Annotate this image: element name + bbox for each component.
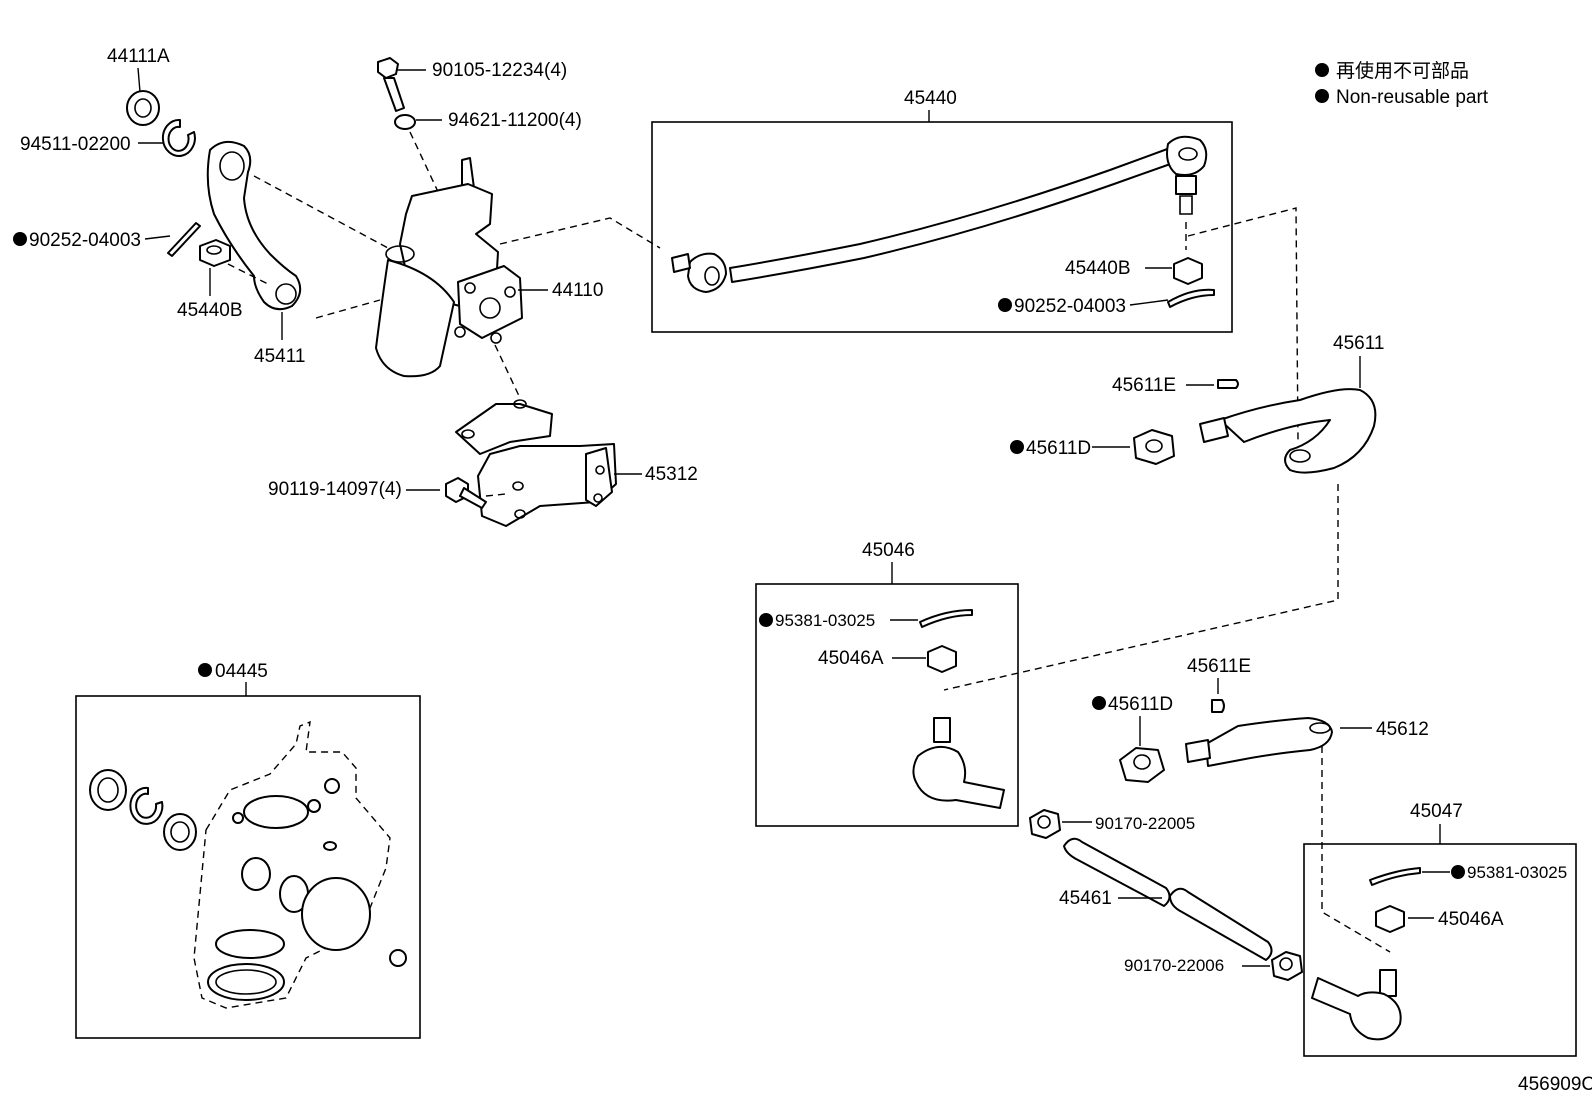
- label-45612: 45612: [1376, 719, 1429, 740]
- pitman-arm-part: [206, 140, 302, 311]
- clamp-nut-lower-part: [1271, 951, 1303, 981]
- tie-rod-end-part: [912, 717, 1005, 809]
- legend-line-1: 再使用不可部品: [1336, 60, 1469, 82]
- non-reusable-marker-icon: [759, 613, 773, 627]
- legend: 再使用不可部品 Non-reusable part: [1315, 60, 1489, 108]
- tie-rod-end-left-group: 45046 95381-03025 45046A: [755, 540, 1019, 827]
- clamp-nut-upper-part: [1029, 809, 1061, 839]
- non-reusable-marker-icon: [13, 232, 27, 246]
- gasket-kit-group: 04445: [75, 661, 421, 1039]
- flange-nut-part: [1133, 429, 1175, 465]
- label-04445: 04445: [215, 661, 268, 682]
- cotter-pin-part: [167, 222, 201, 257]
- cotter-pin-part: [1167, 288, 1215, 308]
- tie-rod-end-part: [1311, 969, 1402, 1041]
- tie-rod-end-right-group: 45047 95381-03025 45046A: [1303, 801, 1577, 1057]
- castle-nut-part: [1375, 905, 1405, 933]
- gasket-kit-parts: [89, 720, 407, 1009]
- label-45046: 45046: [862, 540, 915, 561]
- steering-gear-group: 90105-12234(4) 94621-11200(4) 44110: [375, 57, 661, 399]
- label-44110: 44110: [552, 280, 603, 301]
- steering-gear-housing-part: [375, 157, 523, 378]
- oil-seal-part: [126, 90, 160, 126]
- tie-rod-end-left-box: [755, 583, 1019, 827]
- knuckle-arm-lower-part: [1185, 717, 1333, 767]
- label-95381-03025-right: 95381-03025: [1467, 863, 1567, 882]
- non-reusable-marker-icon: [998, 298, 1012, 312]
- non-reusable-marker-icon: [1010, 440, 1024, 454]
- cotter-pin-part: [1369, 867, 1421, 886]
- label-90105-12234: 90105-12234(4): [432, 60, 567, 81]
- label-45440B-right: 45440B: [1065, 258, 1131, 279]
- lock-washer-part: [394, 114, 416, 130]
- label-45046A-left: 45046A: [818, 648, 884, 669]
- label-90252-04003-right: 90252-04003: [1014, 296, 1126, 317]
- label-45611: 45611: [1333, 333, 1384, 354]
- key-part: [1217, 379, 1239, 389]
- key-part: [1211, 699, 1225, 713]
- non-reusable-marker-icon: [1092, 696, 1106, 710]
- bracket-bolt-part: [445, 477, 487, 509]
- label-90170-22005: 90170-22005: [1095, 814, 1195, 833]
- drag-link-box: [651, 121, 1233, 333]
- label-45047: 45047: [1410, 801, 1463, 822]
- tie-rod-end-right-box: [1303, 843, 1577, 1057]
- label-90252-04003-left: 90252-04003: [29, 230, 141, 251]
- castle-nut-part: [927, 645, 957, 673]
- tie-rod-tube-part: [1063, 837, 1273, 961]
- drag-link-part: [671, 135, 1208, 293]
- label-45611E-mid: 45611E: [1187, 656, 1251, 677]
- non-reusable-marker-icon: [1315, 63, 1329, 77]
- label-45312: 45312: [645, 464, 698, 485]
- label-45611D-top: 45611D: [1026, 438, 1091, 459]
- label-95381-03025-left: 95381-03025: [775, 611, 875, 630]
- castle-nut-part: [199, 239, 231, 267]
- gear-bolt-part: [377, 57, 405, 112]
- label-90170-22006: 90170-22006: [1124, 956, 1224, 975]
- knuckle-arm-group: 45611 45611E 45611D: [943, 333, 1384, 691]
- flange-nut-part: [1119, 747, 1165, 783]
- label-90119-14097: 90119-14097(4): [268, 479, 402, 500]
- castle-nut-part: [1173, 257, 1203, 285]
- label-94621-11200: 94621-11200(4): [448, 110, 582, 131]
- label-45440: 45440: [904, 88, 957, 109]
- legend-line-2: Non-reusable part: [1336, 87, 1489, 108]
- knuckle-arm-lower-group: 45611E 45611D 45612: [1092, 656, 1429, 953]
- label-45611E-top: 45611E: [1112, 375, 1176, 396]
- pitman-arm-group: 44111A 94511-02200 90252-04003 45440B: [13, 46, 389, 367]
- label-45461: 45461: [1059, 888, 1112, 909]
- non-reusable-marker-icon: [1315, 89, 1329, 103]
- knuckle-arm-part: [1199, 388, 1377, 474]
- cotter-pin-part: [919, 609, 973, 628]
- label-45046A-right: 45046A: [1438, 909, 1504, 930]
- label-45440B-left: 45440B: [177, 300, 243, 321]
- label-94511-02200: 94511-02200: [20, 134, 131, 155]
- gasket-kit-box: [75, 695, 421, 1039]
- non-reusable-marker-icon: [198, 663, 212, 677]
- drag-link-group: 45440 45440B 90252-04003: [651, 88, 1299, 441]
- gear-bracket-part: [455, 399, 617, 527]
- snap-ring-part: [161, 118, 196, 157]
- label-45611D-mid: 45611D: [1108, 694, 1173, 715]
- tie-rod-tube-group: 90170-22005 45461 90170-22006: [1029, 809, 1303, 981]
- label-45411: 45411: [254, 346, 305, 367]
- bracket-group: 45312 90119-14097(4): [268, 399, 698, 527]
- diagram-code: 456909C: [1518, 1074, 1592, 1095]
- non-reusable-marker-icon: [1451, 865, 1465, 879]
- label-44111A: 44111A: [107, 46, 170, 67]
